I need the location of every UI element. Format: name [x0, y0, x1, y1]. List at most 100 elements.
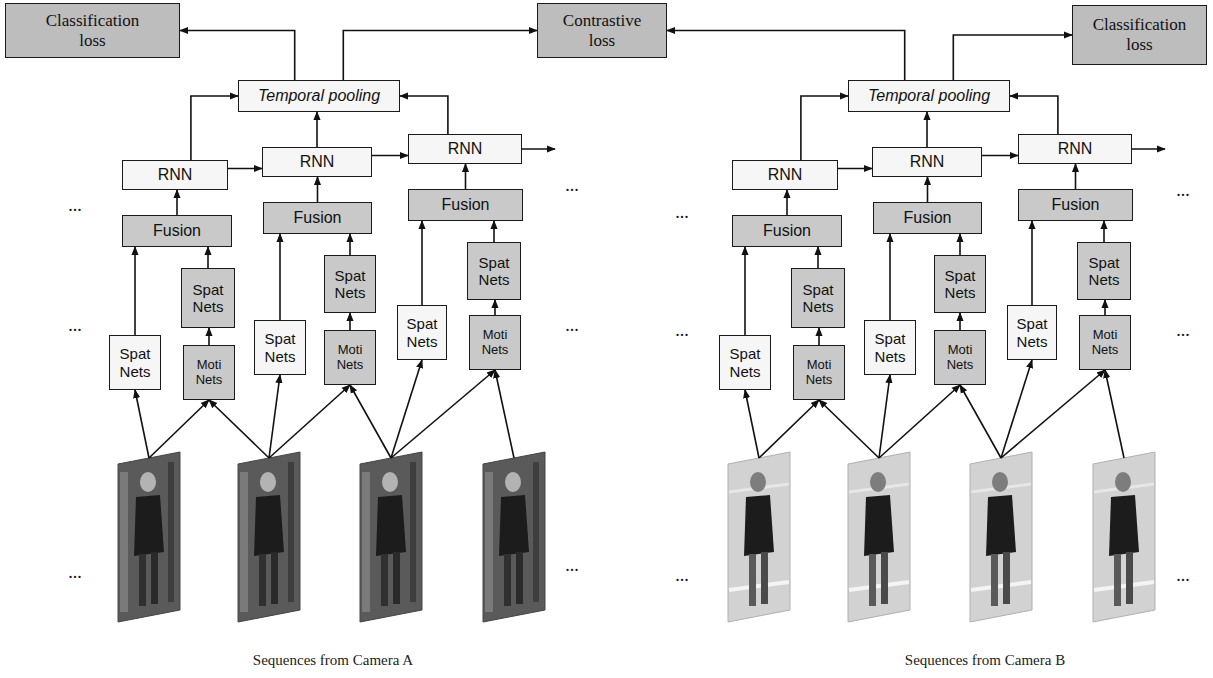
rnn-box: RNN [1018, 134, 1132, 164]
box-label: Moti Nets [188, 358, 230, 388]
ellipsis: ... [1176, 565, 1190, 586]
frame-image [360, 452, 422, 622]
person-body [1109, 495, 1139, 556]
frame-texture [533, 462, 539, 602]
person-head [750, 472, 766, 492]
connector [228, 168, 262, 170]
person-head [870, 472, 886, 492]
person-leg [869, 554, 876, 606]
person-leg [393, 552, 400, 604]
person-leg [139, 554, 146, 606]
person-leg [504, 554, 511, 606]
spatial-net-box: Spat Nets [254, 320, 306, 375]
ellipsis: ... [565, 175, 579, 196]
connector [349, 313, 351, 330]
rnn-box: RNN [732, 160, 838, 190]
fusion-box: Fusion [873, 202, 982, 234]
motion-net-box: Moti Nets [183, 345, 235, 400]
frame-background [238, 452, 300, 622]
box-label: Spat Nets [259, 330, 301, 365]
person-body [134, 495, 164, 556]
connector [953, 35, 1072, 80]
motion-net-box: Moti Nets [324, 330, 376, 385]
recurrent-output-arrow [522, 148, 555, 150]
connector [493, 221, 495, 242]
frame-image [728, 452, 790, 622]
frame-background [483, 452, 545, 622]
box-label: Moti Nets [329, 343, 371, 373]
box-label: Fusion [1051, 196, 1099, 214]
feed-line [819, 400, 879, 458]
person-head [382, 472, 398, 492]
motion-net-box: Moti Nets [469, 315, 521, 370]
connector [744, 247, 746, 335]
box-label: Moti Nets [474, 328, 516, 358]
connector [494, 300, 496, 315]
feed-line [759, 400, 819, 458]
pooling-box: Temporal pooling [238, 80, 400, 112]
person-leg [381, 554, 388, 606]
person-body [744, 495, 774, 556]
frame-image [970, 452, 1032, 622]
box-label: RNN [1058, 140, 1093, 158]
rnn-box: RNN [408, 134, 522, 164]
connector [1075, 164, 1077, 189]
box-label: Spat Nets [939, 267, 981, 302]
person-leg [1003, 552, 1010, 604]
ellipsis: ... [675, 202, 689, 223]
connector [421, 221, 423, 305]
ellipsis: ... [565, 315, 579, 336]
feed-line [391, 370, 495, 458]
connector [1031, 221, 1033, 305]
spatial-net-box: Spat Nets [1077, 242, 1131, 300]
connector [176, 190, 178, 215]
connector [465, 164, 467, 189]
connector [818, 328, 820, 345]
frame-texture [120, 472, 128, 612]
connector [372, 155, 408, 157]
box-label: Fusion [903, 209, 951, 227]
box-label: Moti Nets [1084, 328, 1126, 358]
box-label: Spat Nets [1082, 254, 1126, 289]
frame-texture [410, 462, 416, 602]
rnn-box: RNN [262, 147, 372, 177]
person-leg [151, 552, 158, 604]
rnn-box: RNN [122, 160, 228, 190]
feed-line [960, 385, 1001, 458]
spatial-net-box: Spat Nets [934, 255, 986, 313]
connector [817, 247, 819, 268]
ellipsis: ... [1176, 180, 1190, 201]
box-label: Spat Nets [724, 345, 766, 380]
frame-texture [971, 582, 1031, 590]
spatial-net-box: Spat Nets [181, 268, 235, 328]
ellipsis: ... [68, 195, 82, 216]
connector [316, 112, 318, 147]
connector [667, 31, 905, 81]
person-head [1115, 472, 1131, 492]
connector [1104, 300, 1106, 315]
box-label: Classification loss [1087, 15, 1192, 54]
person-head [260, 472, 276, 492]
connector [279, 234, 281, 320]
ellipsis: ... [68, 315, 82, 336]
box-label: Fusion [441, 196, 489, 214]
fusion-box: Fusion [122, 215, 232, 247]
box-label: Spat Nets [869, 330, 911, 365]
feed-line [135, 390, 149, 458]
frame-image [848, 452, 910, 622]
feed-line [495, 370, 514, 458]
person-leg [259, 554, 266, 606]
frame-texture [729, 582, 789, 590]
motion-net-box: Moti Nets [934, 330, 986, 385]
caption: Sequences from Camera B [905, 652, 1065, 669]
connector [349, 234, 351, 255]
fusion-box: Fusion [732, 215, 842, 247]
frame-image [483, 452, 545, 622]
feed-line [1001, 360, 1032, 458]
box-label: Spat Nets [1012, 315, 1052, 350]
spatial-net-box: Spat Nets [324, 255, 376, 313]
fusion-box: Fusion [263, 202, 372, 234]
connector [838, 168, 872, 170]
feed-line [1001, 370, 1105, 458]
